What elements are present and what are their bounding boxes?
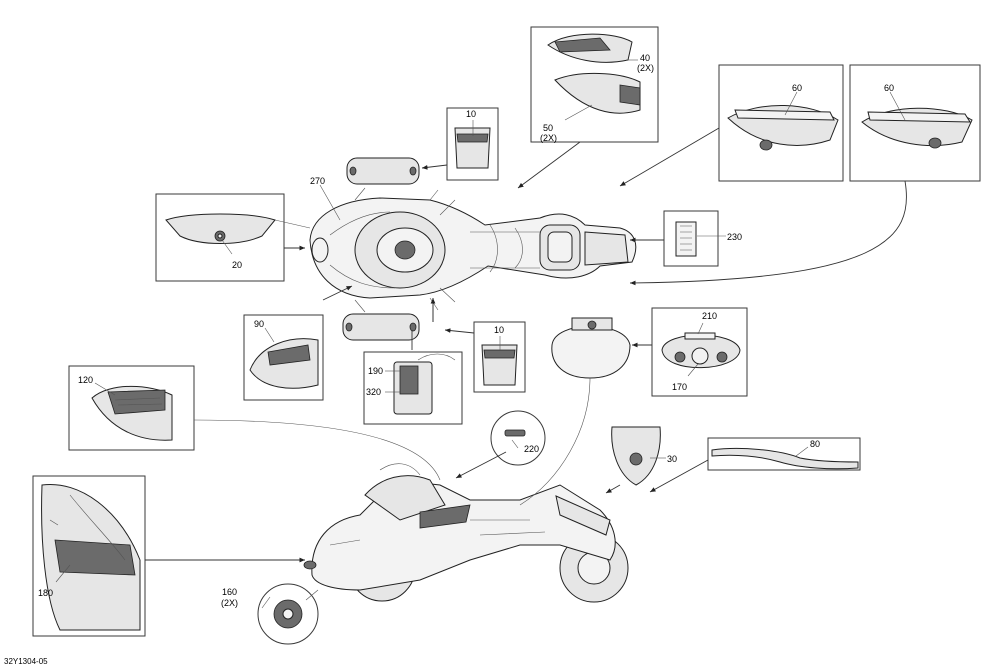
callout-190: 190 — [368, 366, 383, 376]
callout-230: 230 — [727, 232, 742, 242]
callout-90: 90 — [254, 319, 264, 329]
vehicle-side-view — [303, 463, 629, 603]
inset-box-120 — [68, 365, 195, 451]
callout-220: 220 — [524, 444, 539, 454]
callout-50: 50 — [543, 123, 553, 133]
inset-box-10-top — [446, 107, 499, 181]
inset-box-20 — [155, 193, 285, 282]
inset-box-80 — [707, 437, 861, 471]
callout-10-bottom: 10 — [494, 325, 504, 335]
inset-box-40-50 — [530, 26, 659, 143]
callout-120: 120 — [78, 375, 93, 385]
part-wheel-160 — [257, 583, 319, 645]
callout-80: 80 — [810, 439, 820, 449]
inset-box-60-right — [849, 64, 981, 182]
diagram-code: 32Y1304-05 — [4, 657, 48, 666]
callout-20: 20 — [232, 260, 242, 270]
leader-lines — [145, 127, 907, 609]
inset-box-90 — [243, 314, 324, 401]
part-gauge-housing — [551, 317, 631, 379]
part-top-cover — [346, 157, 420, 185]
callout-170: 170 — [672, 382, 687, 392]
callout-30: 30 — [667, 454, 677, 464]
inset-box-230 — [663, 210, 726, 267]
callout-270: 270 — [310, 176, 325, 186]
callout-labels: 10 10 20 30 40 (2X) 50 (2X) 60 60 80 90 … — [4, 53, 894, 666]
callout-40: 40 — [640, 53, 650, 63]
inset-box-190-320 — [363, 351, 463, 425]
callout-160-qty: (2X) — [221, 598, 238, 608]
part-fairing-30 — [611, 426, 661, 486]
callout-50-qty: (2X) — [540, 133, 557, 143]
callout-210: 210 — [702, 311, 717, 321]
callout-60-right: 60 — [884, 83, 894, 93]
inset-box-60-left — [718, 64, 844, 182]
callout-60-left: 60 — [792, 83, 802, 93]
inset-box-10-bottom — [473, 321, 526, 393]
callout-160: 160 — [222, 587, 237, 597]
inset-box-180 — [32, 475, 146, 637]
part-key-220 — [490, 410, 546, 466]
part-bottom-cover — [342, 313, 420, 341]
callout-320: 320 — [366, 387, 381, 397]
vehicle-top-view — [309, 187, 637, 313]
callout-10-top: 10 — [466, 109, 476, 119]
callout-180: 180 — [38, 588, 53, 598]
callout-40-qty: (2X) — [637, 63, 654, 73]
inset-box-210-170 — [651, 307, 748, 397]
